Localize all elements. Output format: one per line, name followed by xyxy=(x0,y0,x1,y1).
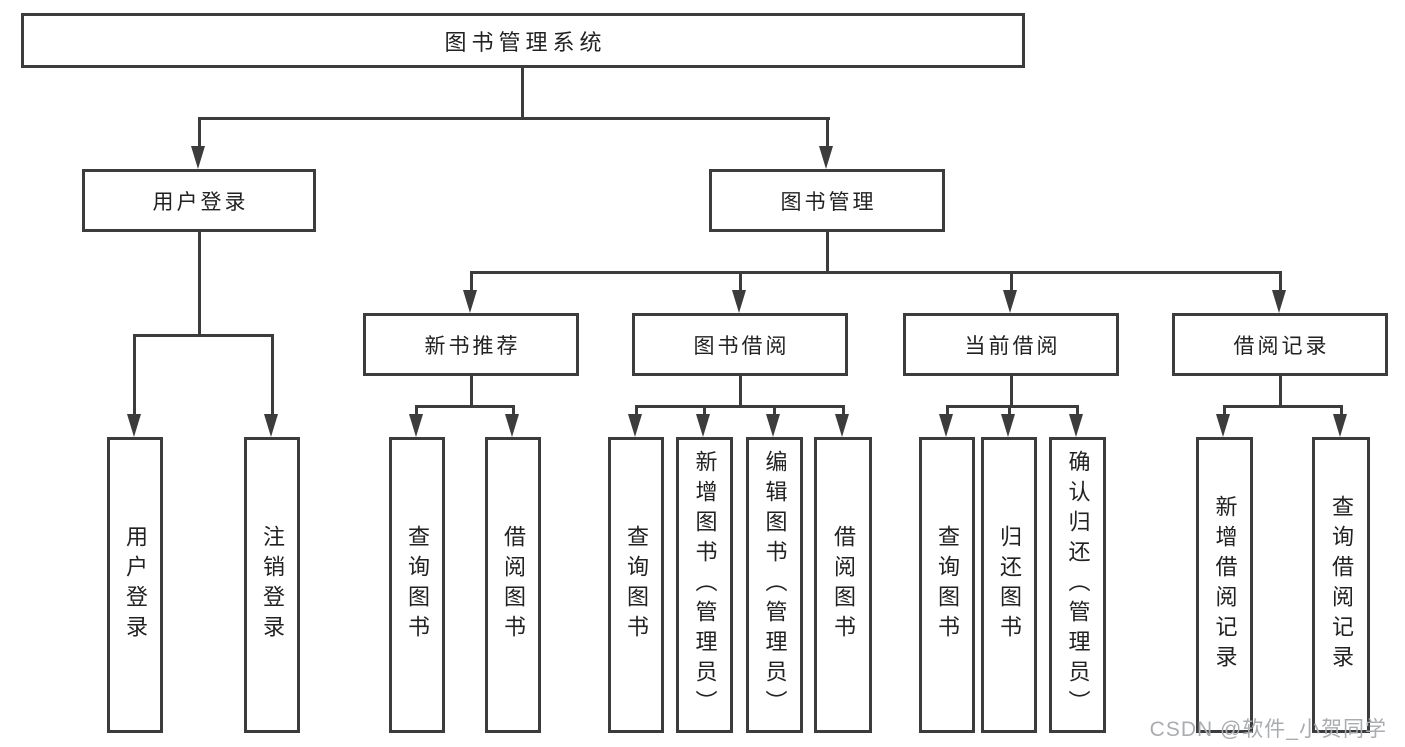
connector-line xyxy=(635,405,845,408)
arrow-down-icon xyxy=(1216,414,1230,437)
connector-line xyxy=(415,405,515,408)
node-label: 图书借阅 xyxy=(693,334,790,358)
node-label: 注销登录 xyxy=(260,525,285,645)
arrow-down-icon xyxy=(264,414,278,437)
connector-line xyxy=(512,405,515,419)
arrow-down-icon xyxy=(505,414,519,437)
connector-line xyxy=(470,374,473,408)
arrow-down-icon xyxy=(939,414,953,437)
leaf-logout: 注销登录 xyxy=(244,437,300,733)
connector-line xyxy=(1010,271,1013,295)
arrow-down-icon xyxy=(819,146,833,169)
connector-line xyxy=(635,405,638,419)
connector-line xyxy=(1279,374,1282,408)
node-label: 借阅图书 xyxy=(501,525,526,645)
connector-line xyxy=(133,334,274,337)
connector-line xyxy=(739,271,742,295)
connector-line xyxy=(842,405,845,419)
arrow-down-icon xyxy=(1272,290,1286,313)
connector-line xyxy=(946,405,1079,408)
connector-line xyxy=(826,117,829,151)
node-label: 查询图书 xyxy=(935,525,960,645)
leaf-user-login: 用户登录 xyxy=(107,437,163,733)
connector-line xyxy=(739,374,742,408)
node-user-login: 用户登录 xyxy=(82,169,316,232)
leaf-query-books-recommend: 查询图书 xyxy=(389,437,445,733)
arrow-down-icon xyxy=(409,414,423,437)
node-label: 查询图书 xyxy=(405,525,430,645)
node-label: 查询借阅记录 xyxy=(1329,495,1354,675)
connector-line xyxy=(1008,405,1011,419)
node-label: 归还图书 xyxy=(997,525,1022,645)
connector-line xyxy=(703,405,706,419)
arrow-down-icon xyxy=(1003,290,1017,313)
arrow-down-icon xyxy=(766,414,780,437)
leaf-confirm-return-admin: 确认归还（管理员） xyxy=(1049,437,1106,733)
arrow-down-icon xyxy=(463,290,477,313)
leaf-query-borrow-record: 查询借阅记录 xyxy=(1312,437,1370,733)
node-label: 新增图书（管理员） xyxy=(692,450,718,720)
connector-line xyxy=(198,117,201,151)
leaf-borrow-books-borrowing: 借阅图书 xyxy=(814,437,872,733)
node-label: 查询图书 xyxy=(624,525,649,645)
node-label: 借阅图书 xyxy=(831,525,856,645)
connector-line xyxy=(521,66,524,119)
leaf-edit-books-admin: 编辑图书（管理员） xyxy=(746,437,803,733)
leaf-add-borrow-record: 新增借阅记录 xyxy=(1196,437,1253,733)
node-label: 图书管理系统 xyxy=(444,29,607,55)
node-current-borrowing: 当前借阅 xyxy=(903,313,1119,376)
node-book-management: 图书管理 xyxy=(709,169,945,232)
arrow-down-icon xyxy=(696,414,710,437)
csdn-watermark: CSDN @软件_小贺同学 xyxy=(1149,718,1387,741)
arrow-down-icon xyxy=(127,414,141,437)
node-label: 用户登录 xyxy=(152,190,249,214)
connector-line xyxy=(1340,405,1343,419)
node-new-book-recommendation: 新书推荐 xyxy=(363,313,579,376)
connector-line xyxy=(133,334,136,418)
node-label: 新书推荐 xyxy=(424,334,521,358)
connector-line xyxy=(1223,405,1226,419)
arrow-down-icon xyxy=(1333,414,1347,437)
arrow-down-icon xyxy=(1069,414,1083,437)
connector-line xyxy=(415,405,418,419)
leaf-borrow-books-recommend: 借阅图书 xyxy=(485,437,541,733)
node-library-management-system: 图书管理系统 xyxy=(21,13,1025,68)
node-label: 确认归还（管理员） xyxy=(1065,450,1091,720)
node-label: 用户登录 xyxy=(123,525,148,645)
node-label: 借阅记录 xyxy=(1233,334,1330,358)
leaf-return-books: 归还图书 xyxy=(981,437,1037,733)
node-borrowing-records: 借阅记录 xyxy=(1172,313,1388,376)
arrow-down-icon xyxy=(835,414,849,437)
connector-line xyxy=(946,405,949,419)
arrow-down-icon xyxy=(628,414,642,437)
connector-line xyxy=(1279,271,1282,295)
connector-line xyxy=(773,405,776,419)
arrow-down-icon xyxy=(732,290,746,313)
arrow-down-icon xyxy=(191,146,205,169)
arrow-down-icon xyxy=(1001,414,1015,437)
node-label: 新增借阅记录 xyxy=(1212,495,1238,675)
node-label: 图书管理 xyxy=(780,190,877,214)
connector-line xyxy=(198,230,201,337)
connector-line xyxy=(198,117,830,120)
leaf-add-books-admin: 新增图书（管理员） xyxy=(676,437,733,733)
connector-line xyxy=(271,334,274,418)
connector-line xyxy=(470,271,1282,274)
leaf-query-books-current: 查询图书 xyxy=(919,437,975,733)
node-label: 编辑图书（管理员） xyxy=(762,450,788,720)
connector-line xyxy=(1223,405,1343,408)
node-book-borrowing: 图书借阅 xyxy=(632,313,848,376)
connector-line xyxy=(826,230,829,274)
connector-line xyxy=(470,271,473,295)
leaf-query-books-borrowing: 查询图书 xyxy=(608,437,664,733)
node-label: 当前借阅 xyxy=(964,334,1061,358)
connector-line xyxy=(1076,405,1079,419)
connector-line xyxy=(1010,374,1013,408)
